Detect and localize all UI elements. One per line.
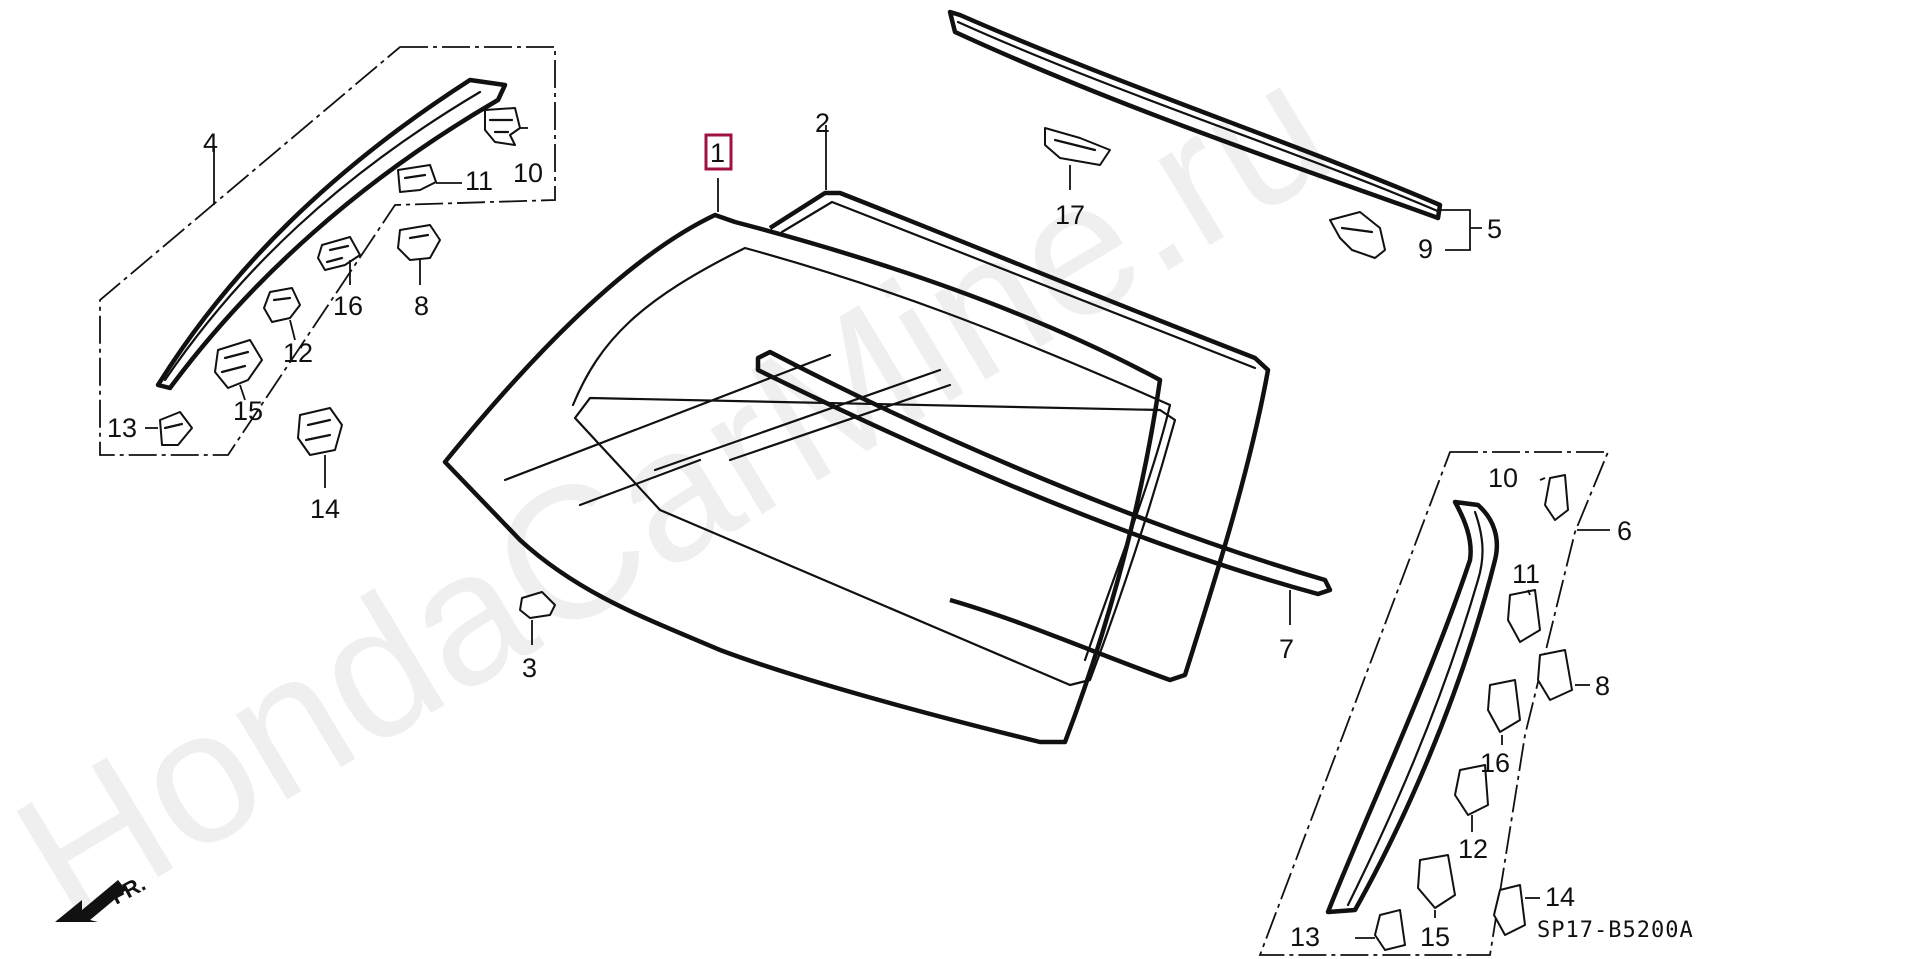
label-6: 6 — [1617, 516, 1632, 546]
label-11-right: 11 — [1512, 559, 1540, 589]
clip-14-right — [1493, 884, 1526, 936]
diagram-code: SP17-B5200A — [1537, 918, 1694, 943]
left-group-frame — [99, 46, 556, 456]
label-9: 9 — [1418, 234, 1433, 264]
left-molding-group: 4 10 11 16 8 12 15 13 14 — [99, 46, 556, 524]
label-3: 3 — [522, 653, 537, 683]
right-molding-group: 6 10 11 8 16 12 14 15 13 — [1258, 451, 1632, 956]
windshield-glass: 1 3 — [442, 133, 1172, 745]
label-11-top: 11 — [465, 166, 493, 196]
top-molding-group: 17 9 5 — [947, 9, 1502, 264]
label-12-top: 12 — [283, 338, 313, 368]
label-16-top: 16 — [333, 291, 363, 321]
label-8-top: 8 — [414, 291, 429, 321]
label-5: 5 — [1487, 214, 1502, 244]
label-10-right: 10 — [1488, 463, 1518, 493]
label-7: 7 — [1279, 634, 1294, 664]
clip-8-right — [1537, 649, 1573, 701]
label-14-right: 14 — [1545, 882, 1575, 912]
label-12-right: 12 — [1458, 834, 1488, 864]
clip-13-right — [1374, 909, 1406, 951]
highlight-box-1 — [704, 133, 733, 171]
windshield-seal: 2 — [768, 108, 1271, 683]
windshield-outline — [442, 212, 1163, 745]
watermark-text: HondaCarMine.ru — [0, 20, 1362, 959]
label-10-top: 10 — [513, 158, 543, 188]
label-15-top: 15 — [233, 396, 263, 426]
clip-16-right — [1487, 679, 1521, 733]
right-group-frame — [1258, 451, 1610, 956]
label-2: 2 — [815, 108, 830, 138]
clip-12-right — [1454, 764, 1489, 816]
label-13-top: 13 — [107, 413, 137, 443]
label-15-right: 15 — [1420, 922, 1450, 952]
windshield-inner-edge — [571, 246, 1172, 662]
label-14-top: 14 — [310, 494, 340, 524]
label-16-right: 16 — [1480, 748, 1510, 778]
clip-11-top — [397, 164, 437, 193]
label-4: 4 — [203, 128, 218, 158]
clip-14-top — [297, 407, 343, 456]
clip-10-right — [1544, 474, 1569, 521]
clip-15-right — [1417, 854, 1456, 909]
glass-inner-frame — [573, 396, 1177, 687]
clip-15-top — [214, 339, 263, 389]
front-arrow-icon — [55, 880, 126, 922]
lower-molding-7: 7 — [755, 349, 1333, 664]
spacer-3 — [519, 591, 556, 619]
clip-11-right — [1507, 589, 1541, 643]
clip-13-top — [159, 411, 193, 446]
clip-9 — [1329, 211, 1386, 259]
clip-17 — [1044, 127, 1111, 166]
left-upper-molding-inner — [163, 90, 482, 382]
label-17: 17 — [1055, 200, 1085, 230]
left-upper-molding — [155, 77, 508, 391]
label-13-right: 13 — [1290, 922, 1320, 952]
right-side-molding — [1325, 499, 1500, 915]
label-1: 1 — [710, 138, 725, 168]
clip-12-top — [263, 287, 301, 323]
clip-16-top — [317, 236, 361, 271]
clip-10-top — [484, 107, 521, 146]
clip-8-top — [397, 224, 441, 261]
seal-outline — [768, 190, 1271, 683]
label-8-right: 8 — [1595, 671, 1610, 701]
